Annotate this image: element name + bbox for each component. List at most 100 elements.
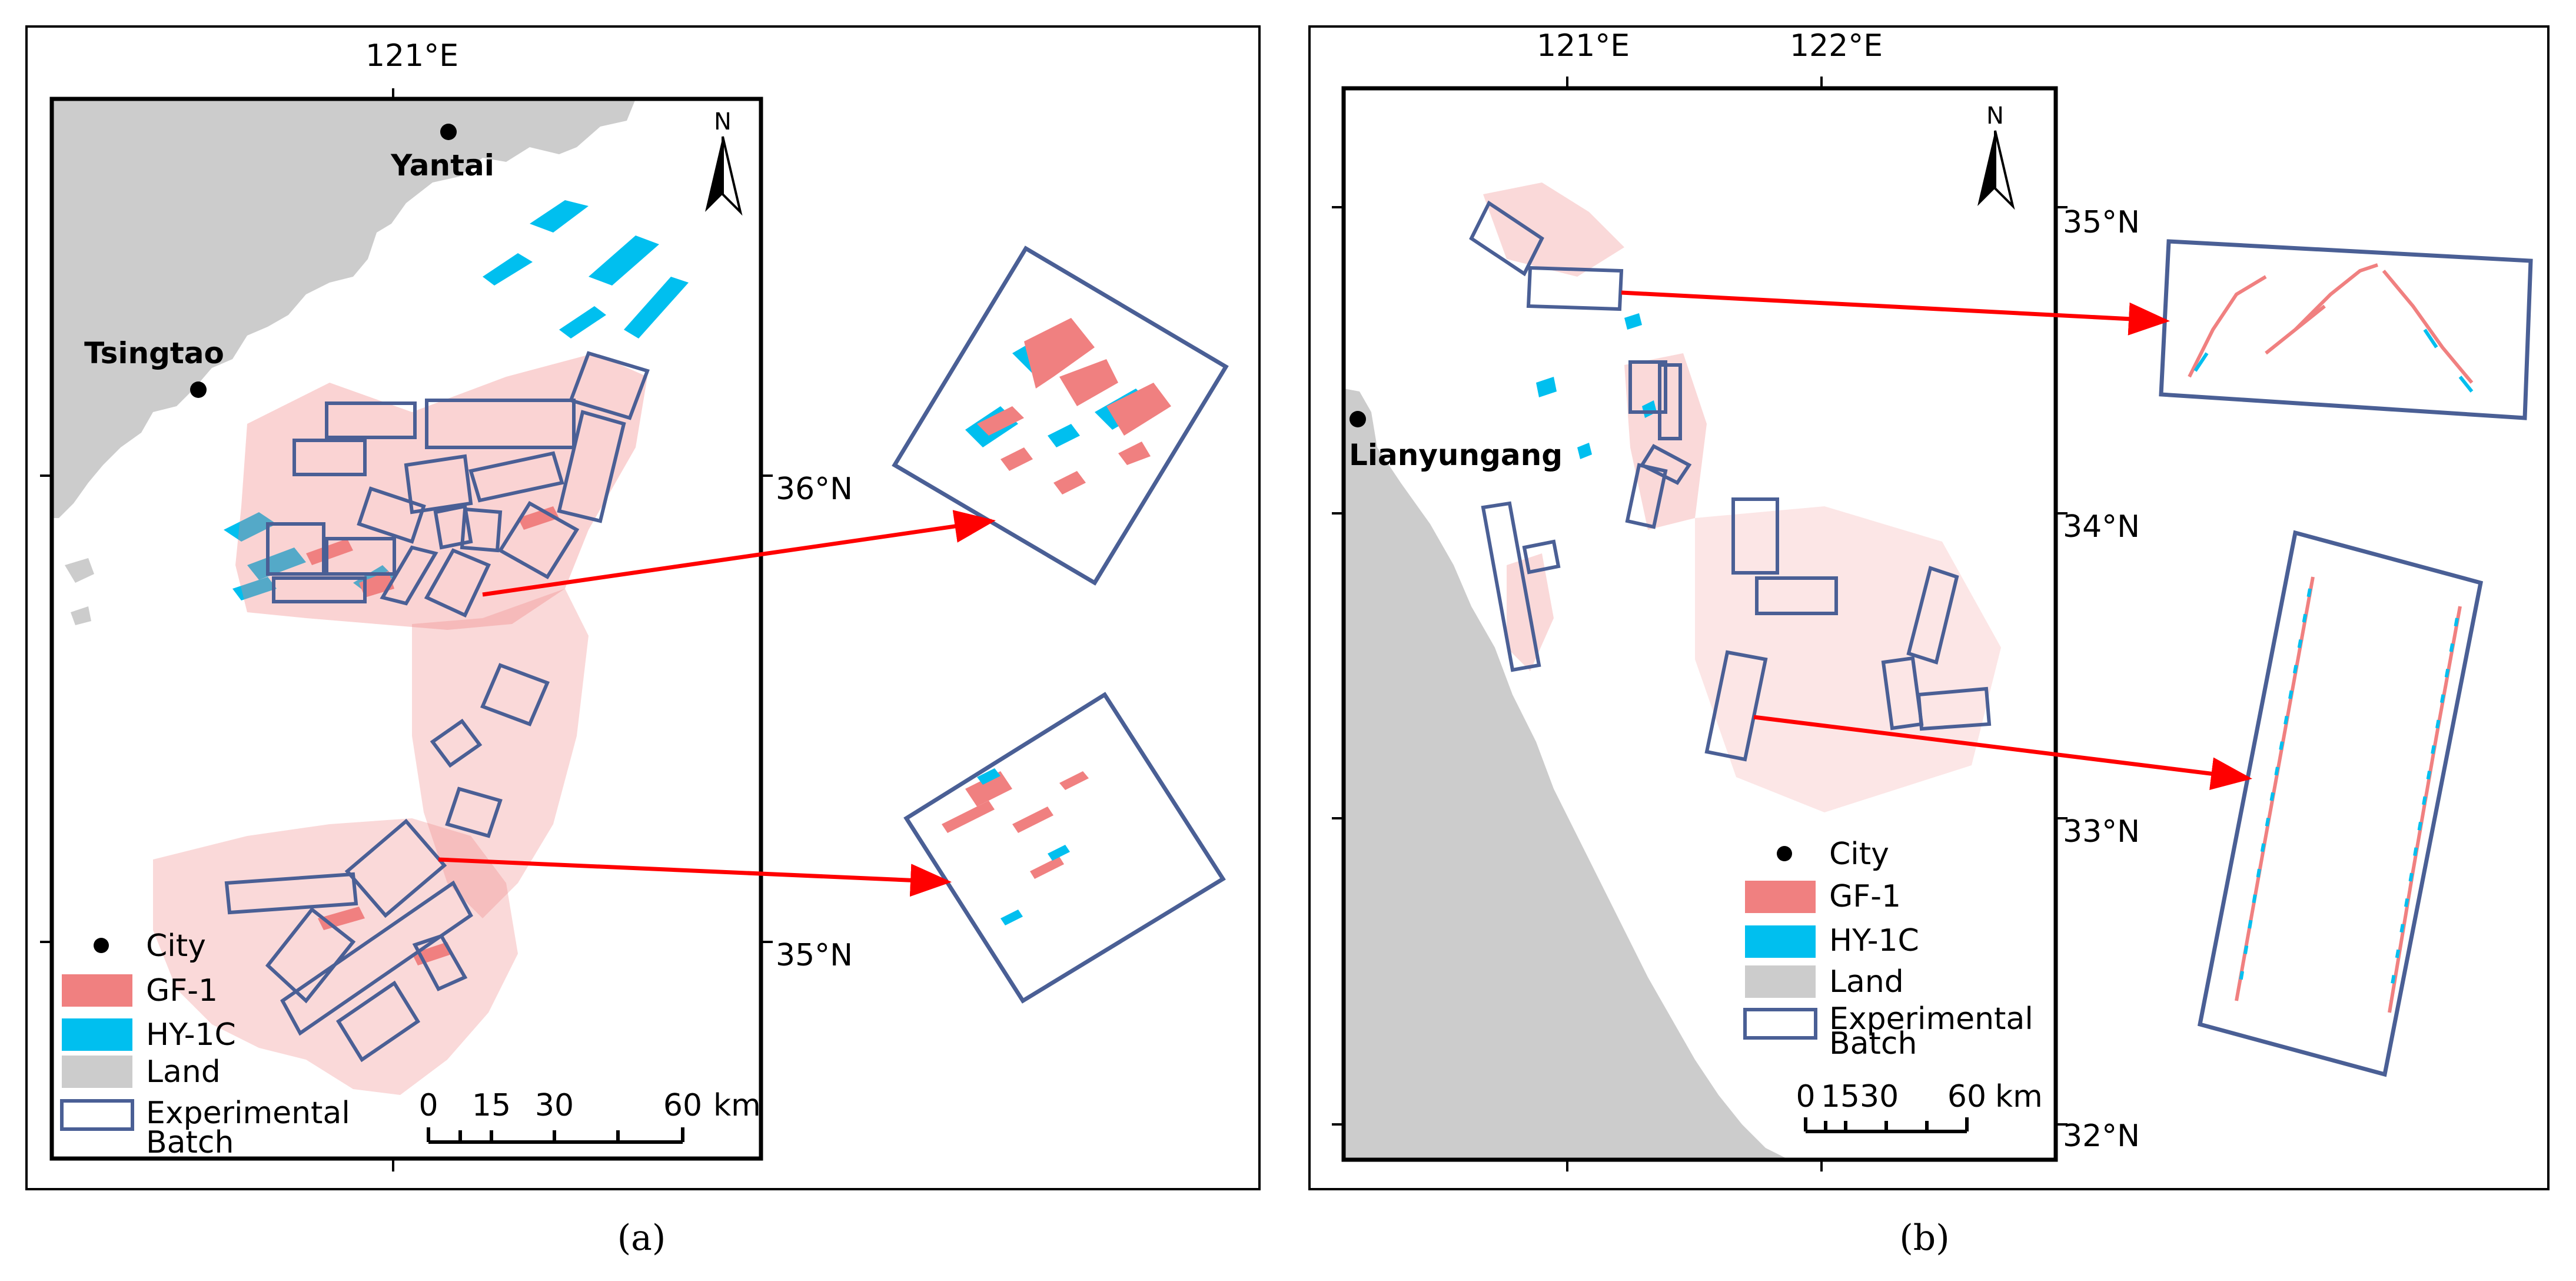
- batch-a-2: [292, 439, 367, 476]
- legend-a-city-symbol: [94, 938, 109, 953]
- batch-a-19: [445, 786, 503, 838]
- map-a-frame: [49, 97, 763, 1161]
- land-b-jiangsu: [1344, 389, 1789, 1160]
- lon-label-b-121: 121°E: [1537, 28, 1630, 64]
- legend-b: City GF-1 HY-1C Land Experimental Batch: [1743, 837, 2033, 1061]
- panel-b-frame: [1308, 25, 2550, 1190]
- batch-a-17: [480, 663, 550, 726]
- batch-a-7: [404, 454, 473, 515]
- city-label-lianyungang: Lianyungang: [1349, 438, 1563, 472]
- legend-b-city-symbol: [1777, 846, 1792, 861]
- north-arrow-b: N: [1977, 102, 2015, 210]
- cities-a: Yantai Tsingtao: [84, 124, 494, 398]
- graticule-a: [40, 88, 773, 1172]
- connector-arrow-a-lower: [438, 857, 952, 897]
- land-a-island-1: [65, 558, 94, 583]
- batch-a-22: [265, 907, 356, 1004]
- hy1c-patches-a: [224, 200, 689, 600]
- scalebar-b-tick-1530: 1530: [1821, 1079, 1899, 1114]
- batch-a-20: [344, 818, 447, 918]
- batch-b-4: [1658, 363, 1682, 440]
- batch-a-3: [425, 399, 576, 449]
- map-a: N Yantai Tsingtao City GF-1 HY-1C La: [49, 97, 763, 1161]
- scalebar-a-tick-0: 0: [418, 1088, 438, 1123]
- batch-a-16: [424, 548, 491, 618]
- map-b-frame: [1341, 86, 2058, 1162]
- lat-label-b-32: 32°N: [2063, 1119, 2140, 1154]
- scalebar-a-unit: km: [713, 1088, 761, 1123]
- batch-a-21: [224, 872, 358, 915]
- caption-a: (a): [617, 1217, 666, 1259]
- inset-b-lower: [2197, 530, 2484, 1077]
- panel-a: N Yantai Tsingtao City GF-1 HY-1C La: [25, 25, 1261, 1259]
- lon-label-b-122: 122°E: [1790, 28, 1883, 64]
- batch-b-6: [1625, 463, 1668, 529]
- batch-a-5: [557, 410, 626, 523]
- connector-arrow-a-upper: [482, 510, 996, 597]
- legend-a-gf1-label: GF-1: [146, 973, 218, 1008]
- batch-a-13: [460, 507, 503, 553]
- batch-a-23: [280, 880, 473, 1036]
- batch-a-6: [468, 451, 564, 503]
- legend-a: City GF-1 HY-1C Land Experimental Batch: [60, 928, 350, 1160]
- batch-a-12: [433, 504, 473, 550]
- legend-a-batch-swatch: [60, 1099, 134, 1131]
- legend-b-batch-label-1: Experimental: [1829, 1001, 2033, 1037]
- batch-a-24: [412, 934, 468, 991]
- batch-a-14: [497, 500, 580, 580]
- gf1-patches-b: [1483, 182, 2001, 812]
- legend-a-land-label: Land: [146, 1054, 221, 1090]
- legend-b-batch-label-2: Batch: [1829, 1026, 1917, 1061]
- batch-a-11: [272, 576, 367, 603]
- city-label-tsingtao: Tsingtao: [84, 336, 224, 370]
- scalebar-a-tick-30: 30: [535, 1088, 574, 1123]
- batch-a-1: [325, 401, 417, 439]
- legend-b-land-swatch: [1745, 965, 1816, 998]
- batch-b-11: [1906, 566, 1959, 665]
- inset-a-upper-frame: [892, 245, 1229, 586]
- inset-a-lower: [903, 692, 1226, 1004]
- lat-label-b-35: 35°N: [2063, 205, 2140, 240]
- north-arrow-a: N: [705, 108, 743, 216]
- batch-b-2: [1526, 266, 1624, 311]
- lat-label-b-33: 33°N: [2063, 814, 2140, 849]
- north-arrow-icon: [1977, 131, 1995, 206]
- map-b: N Lianyungang City GF-1 HY-1C Land E: [1341, 86, 2058, 1162]
- scalebar-a-tick-15: 15: [472, 1088, 511, 1123]
- inset-b-upper: [2159, 239, 2533, 420]
- land-a-shandong: [52, 99, 636, 518]
- legend-b-land-label: Land: [1829, 964, 1904, 1000]
- scalebar-b: 0 1530 60 km: [1796, 1079, 2043, 1133]
- land-a-island-2: [71, 606, 91, 625]
- north-arrow-icon-right: [1994, 130, 2015, 210]
- legend-a-gf1-swatch: [62, 974, 132, 1007]
- gf1-patches-a: [153, 353, 647, 1095]
- inset-a-upper: [892, 245, 1229, 586]
- batch-a-10: [325, 537, 396, 576]
- batch-b-13: [1916, 686, 1992, 731]
- batch-b-14: [1704, 650, 1768, 762]
- batch-b-7: [1481, 501, 1541, 672]
- batch-a-8: [357, 486, 426, 544]
- batch-a-9: [266, 522, 325, 576]
- graticule-b: [1332, 77, 2068, 1172]
- legend-a-hy1c-swatch: [62, 1018, 132, 1051]
- batch-b-3: [1628, 360, 1667, 414]
- legend-b-hy1c-label: HY-1C: [1829, 923, 1919, 958]
- legend-a-batch-label-1: Experimental: [146, 1096, 350, 1131]
- lat-label-a-35: 35°N: [776, 938, 853, 973]
- lat-label-a-36: 36°N: [776, 472, 853, 507]
- legend-a-city-label: City: [146, 928, 206, 964]
- scalebar-b-tick-60: 60: [1947, 1079, 1986, 1114]
- cities-b: Lianyungang: [1349, 411, 1563, 472]
- city-marker-yantai: [440, 124, 457, 140]
- city-marker-lianyungang: [1350, 411, 1366, 427]
- north-label-b: N: [1986, 102, 2004, 130]
- lat-label-b-34: 34°N: [2063, 509, 2140, 545]
- city-marker-tsingtao: [190, 381, 207, 398]
- legend-b-gf1-swatch: [1745, 881, 1816, 913]
- scalebar-b-tick-0: 0: [1796, 1079, 1815, 1114]
- batches-a: [224, 351, 650, 1063]
- inset-b-upper-frame: [2159, 239, 2533, 420]
